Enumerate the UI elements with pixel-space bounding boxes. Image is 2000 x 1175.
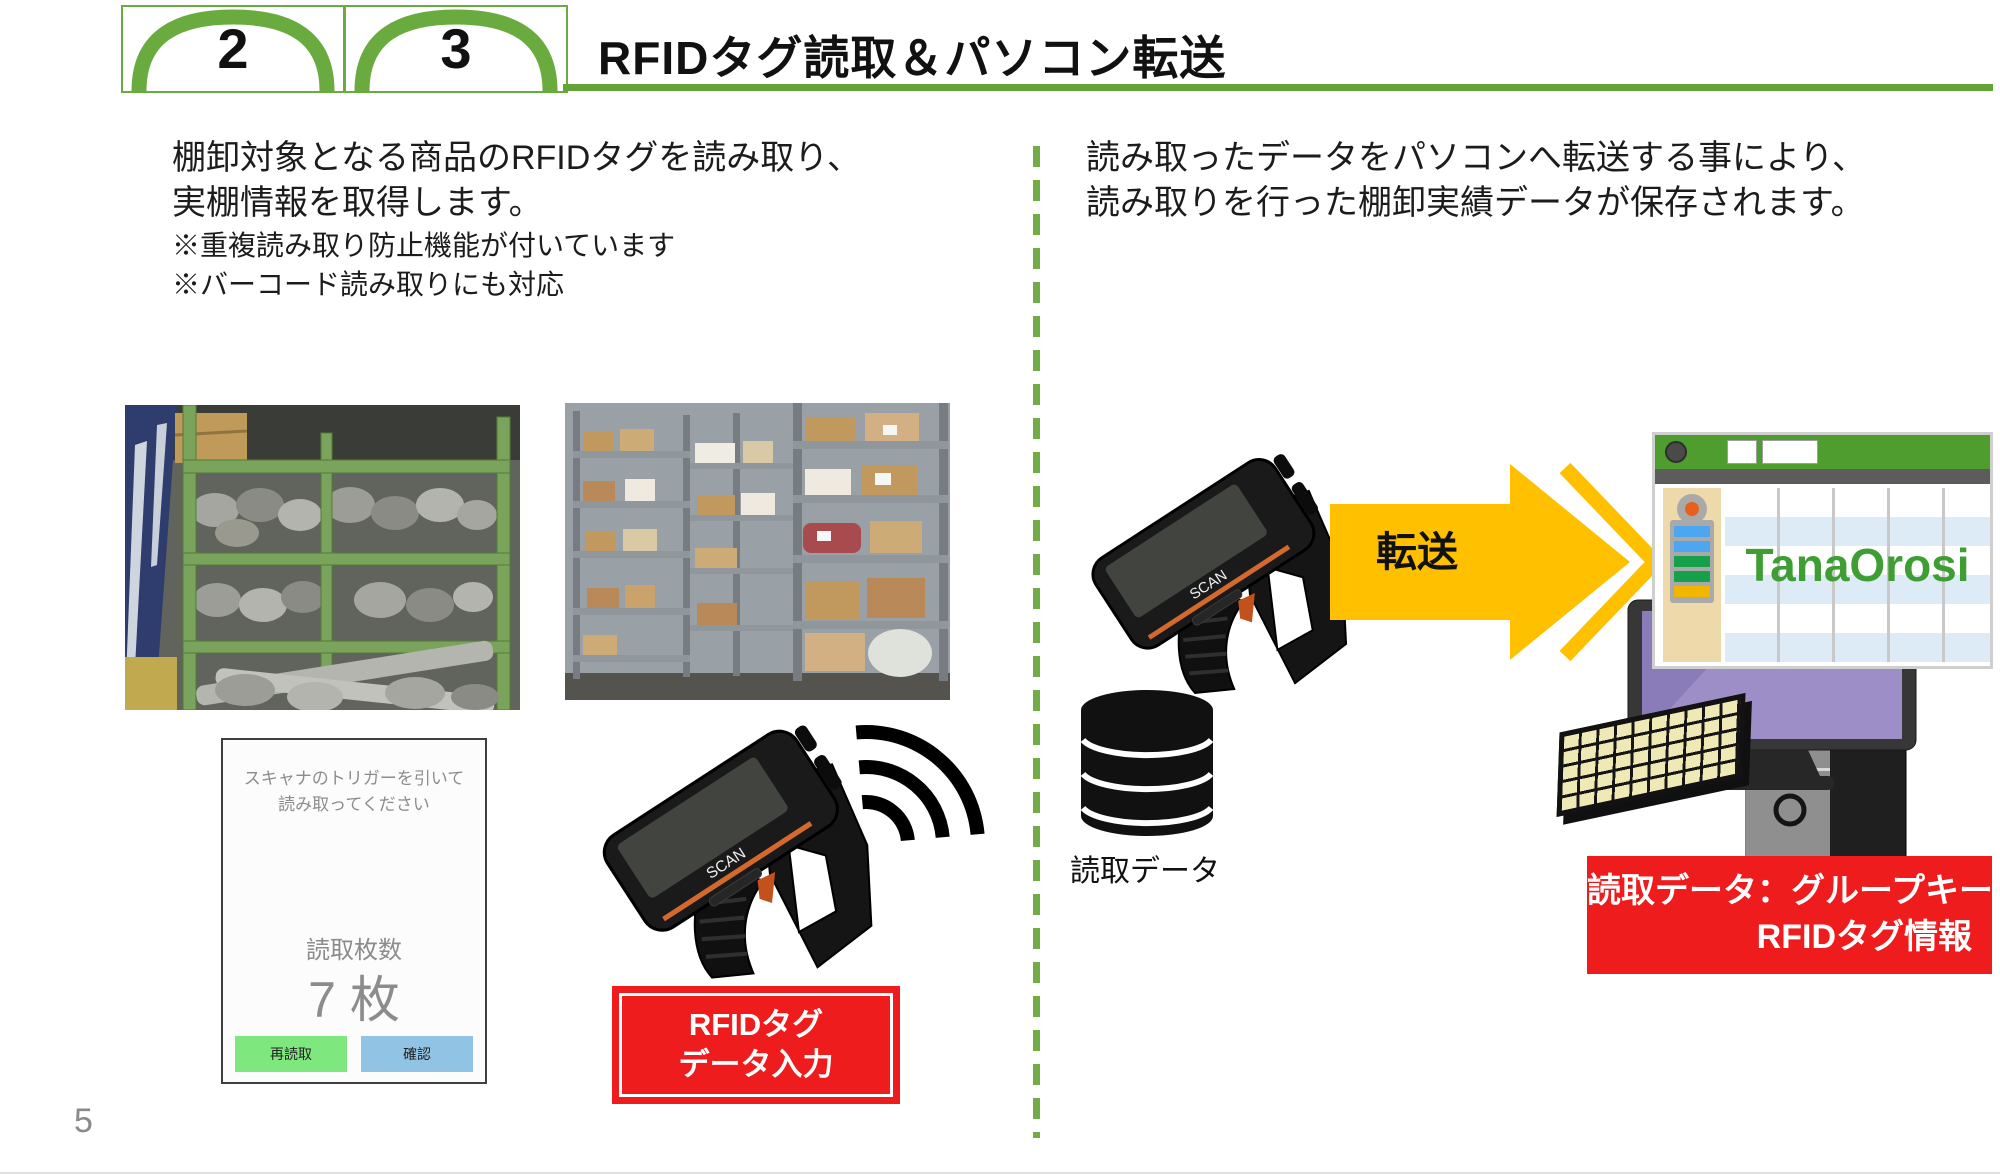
- sidebar-camera-icon: [1677, 494, 1707, 524]
- arch-icon: [131, 9, 335, 92]
- titlebar-tab: [1762, 440, 1818, 464]
- read-data-callout: 読取データ：グループキー RFIDタグ情報: [1587, 856, 1993, 974]
- sidebar-legend-icon: [1670, 520, 1714, 603]
- titlebar-tabs: [1727, 440, 1818, 464]
- confirm-button[interactable]: 確認: [361, 1036, 473, 1072]
- read-data-callout-line2: RFIDタグ情報: [1756, 918, 1972, 956]
- right-description-line1: 読み取ったデータをパソコンへ転送する事により、: [1086, 139, 1866, 177]
- rfid-input-callout-line2: データ入力: [678, 1047, 834, 1082]
- window-toolbar: [1655, 469, 1990, 484]
- step-badge-2: 2: [121, 5, 345, 93]
- warehouse-photo-2-art: [565, 403, 950, 700]
- titlebar-circle-icon: [1665, 441, 1687, 463]
- spreadsheet-grid: TanaOrosi: [1725, 488, 1990, 662]
- right-description: 読み取ったデータをパソコンへ転送する事により、 読み取りを行った棚卸実績データが…: [1086, 136, 1866, 226]
- warehouse-photo-2: [565, 403, 950, 700]
- bottom-rule: [0, 1172, 2000, 1174]
- left-description-line2: 実棚情報を取得します。: [172, 184, 543, 222]
- page-title: RFIDタグ読取＆パソコン転送: [598, 32, 1227, 84]
- warehouse-photo-1: [125, 405, 520, 710]
- scan-instruction-line2: 読み取ってください: [278, 795, 430, 814]
- scan-instruction-line1: スキャナのトリガーを引いて: [243, 769, 465, 788]
- window-titlebar: [1655, 435, 1990, 469]
- read-count-value: 7 枚: [308, 972, 400, 1028]
- rfid-gun-right: SCAN: [1091, 454, 1348, 695]
- transfer-label: 転送: [1376, 529, 1458, 575]
- left-description-line1: 棚卸対象となる商品のRFIDタグを読み取り、: [172, 139, 861, 177]
- read-data-callout-line1: 読取データ：グループキー: [1587, 872, 1993, 910]
- tanaorosi-window: TanaOrosi: [1652, 432, 1993, 669]
- titlebar-tab: [1727, 440, 1757, 464]
- step-number: 2: [217, 17, 249, 80]
- rfid-gun-left: SCAN: [602, 725, 873, 979]
- mock-button-row: 再読取 確認: [235, 1036, 473, 1072]
- left-note-1: ※重複読み取り防止機能が付いています: [172, 230, 676, 261]
- read-data-label: 読取データ: [1070, 855, 1220, 888]
- database-icon: [1080, 690, 1214, 836]
- rfid-input-callout: RFIDタグ データ入力: [612, 986, 900, 1104]
- rfid-input-callout-inner: RFIDタグ データ入力: [619, 993, 893, 1097]
- left-note-2: ※バーコード読み取りにも対応: [172, 269, 565, 300]
- right-description-line2: 読み取りを行った棚卸実績データが保存されます。: [1086, 184, 1865, 222]
- app-name: TanaOrosi: [1745, 538, 1970, 591]
- handheld-screen-mock: スキャナのトリガーを引いて 読み取ってください 読取枚数 7 枚 再読取 確認: [221, 738, 487, 1084]
- step-number: 3: [440, 17, 472, 80]
- page-number: 5: [74, 1102, 93, 1140]
- read-count-label: 読取枚数: [306, 937, 402, 964]
- rfid-input-callout-line1: RFIDタグ: [688, 1007, 824, 1042]
- step-badge-3: 3: [344, 5, 568, 93]
- window-body: TanaOrosi: [1655, 484, 1990, 666]
- title-underline: [563, 84, 1993, 91]
- section-divider: [1033, 146, 1040, 1138]
- scan-instruction: スキャナのトリガーを引いて 読み取ってください: [223, 766, 485, 818]
- left-description: 棚卸対象となる商品のRFIDタグを読み取り、 実棚情報を取得します。 ※重複読み…: [172, 136, 861, 304]
- reread-button[interactable]: 再読取: [235, 1036, 347, 1072]
- warehouse-photo-1-art: [125, 405, 520, 710]
- arch-icon: [354, 9, 558, 92]
- window-sidebar: [1663, 488, 1721, 662]
